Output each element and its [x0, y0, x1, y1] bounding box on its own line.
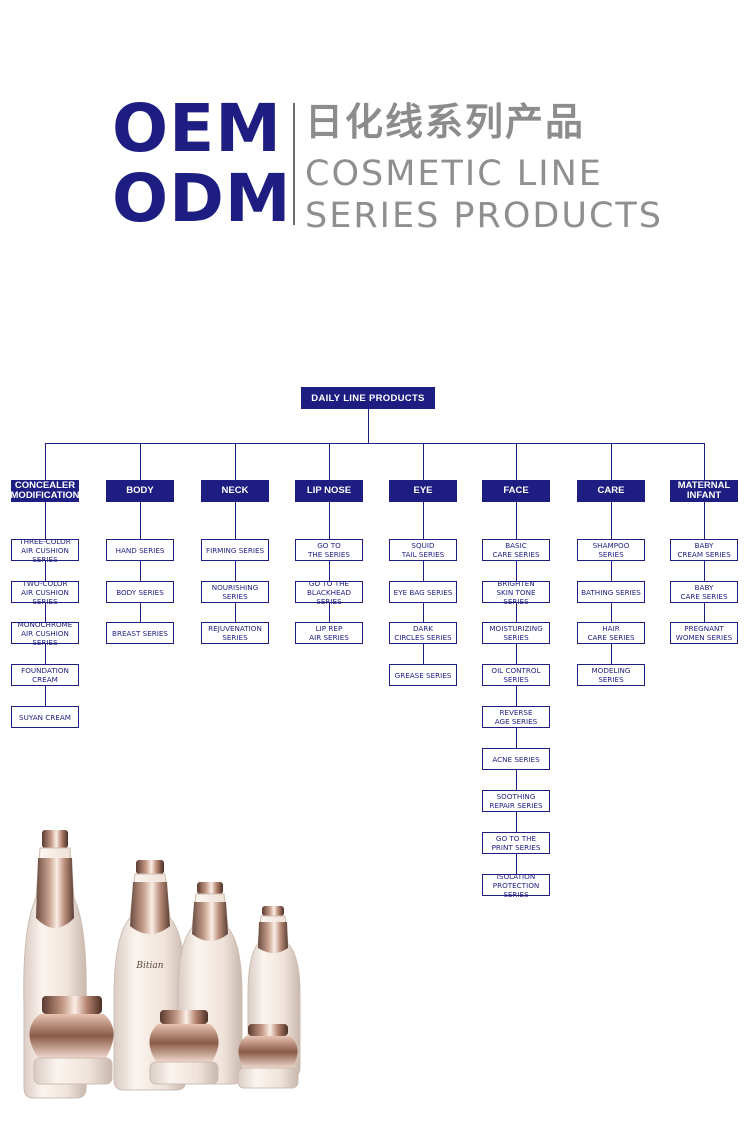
series-node: SUYAN CREAM: [11, 706, 79, 728]
series-node: THREE-COLOR AIR CUSHION SERIES: [11, 537, 79, 564]
series-node: GO TO THE SERIES: [295, 539, 363, 561]
large-jar: [29, 996, 114, 1085]
header-divider: [293, 103, 295, 225]
series-node: PREGNANT WOMEN SERIES: [670, 622, 738, 644]
series-node: NOURISHING SERIES: [201, 581, 269, 603]
category-node: FACE: [482, 480, 550, 502]
english-title-line-1: COSMETIC LINE: [305, 154, 603, 194]
series-node: SHAMPOO SERIES: [577, 539, 645, 561]
connector-line: [140, 502, 141, 633]
series-node: FOUNDATION CREAM: [11, 664, 79, 686]
category-node: NECK: [201, 480, 269, 502]
category-node: CARE: [577, 480, 645, 502]
connector-line: [704, 443, 705, 480]
category-node: EYE: [389, 480, 457, 502]
series-node: BATHING SERIES: [577, 581, 645, 603]
connector-line: [516, 443, 517, 480]
odm-heading: ODM: [112, 160, 292, 237]
chinese-title: 日化线系列产品: [305, 100, 586, 144]
series-node: GO TO THE PRINT SERIES: [482, 832, 550, 854]
connector-line: [368, 409, 369, 444]
header: OEM ODM 日化线系列产品 COSMETIC LINE SERIES PRO…: [0, 0, 750, 260]
series-node: DARK CIRCLES SERIES: [389, 622, 457, 644]
connector-line: [329, 443, 330, 480]
series-node: OIL CONTROL SERIES: [482, 664, 550, 686]
series-node: GREASE SERIES: [389, 664, 457, 686]
connector-line: [423, 443, 424, 480]
connector-line: [235, 443, 236, 480]
series-node: HAIR CARE SERIES: [577, 622, 645, 644]
connector-line: [45, 443, 46, 480]
brand-mark: Bitian: [135, 961, 163, 971]
series-node: GO TO THE BLACKHEAD SERIES: [295, 579, 363, 606]
series-node: BRIGHTEN SKIN TONE SERIES: [482, 579, 550, 606]
connector-line: [329, 502, 330, 633]
series-node: MONOCHROME AIR CUSHION SERIES: [11, 620, 79, 647]
connector-line: [235, 502, 236, 633]
connector-line: [611, 443, 612, 480]
series-node: SQUID TAIL SERIES: [389, 539, 457, 561]
series-node: ACNE SERIES: [482, 748, 550, 770]
series-node: BASIC CARE SERIES: [482, 539, 550, 561]
series-node: MOISTURIZING SERIES: [482, 622, 550, 644]
product-photo: Bitian: [23, 830, 301, 1099]
series-node: EYE BAG SERIES: [389, 581, 457, 603]
medium-jar: [149, 1010, 219, 1085]
series-node: TWO-COLOR AIR CUSHION SERIES: [11, 579, 79, 606]
series-node: BREAST SERIES: [106, 622, 174, 644]
series-node: MODELING SERIES: [577, 664, 645, 686]
category-node: LIP NOSE: [295, 480, 363, 502]
category-node: MATERNAL INFANT: [670, 480, 738, 502]
connector-line: [704, 502, 705, 633]
connector-line: [140, 443, 141, 480]
series-node: LIP REP AIR SERIES: [295, 622, 363, 644]
connector-line: [45, 443, 705, 444]
connector-line: [516, 502, 517, 885]
series-node: BABY CARE SERIES: [670, 581, 738, 603]
english-title-line-2: SERIES PRODUCTS: [305, 196, 664, 236]
oem-heading: OEM: [112, 90, 282, 167]
small-jar: [237, 1024, 299, 1089]
category-node: BODY: [106, 480, 174, 502]
series-node: REJUVENATION SERIES: [201, 622, 269, 644]
series-node: BABY CREAM SERIES: [670, 539, 738, 561]
connector-line: [45, 502, 46, 717]
series-node: BODY SERIES: [106, 581, 174, 603]
series-node: FIRMING SERIES: [201, 539, 269, 561]
root-node-daily-line-products: DAILY LINE PRODUCTS: [301, 387, 435, 409]
category-node: CONCEALER MODIFICATION: [10, 480, 80, 502]
series-node: SOOTHING REPAIR SERIES: [482, 790, 550, 812]
series-node: HAND SERIES: [106, 539, 174, 561]
series-node: REVERSE AGE SERIES: [482, 706, 550, 728]
series-node: ISOLATION PROTECTION SERIES: [482, 872, 550, 899]
